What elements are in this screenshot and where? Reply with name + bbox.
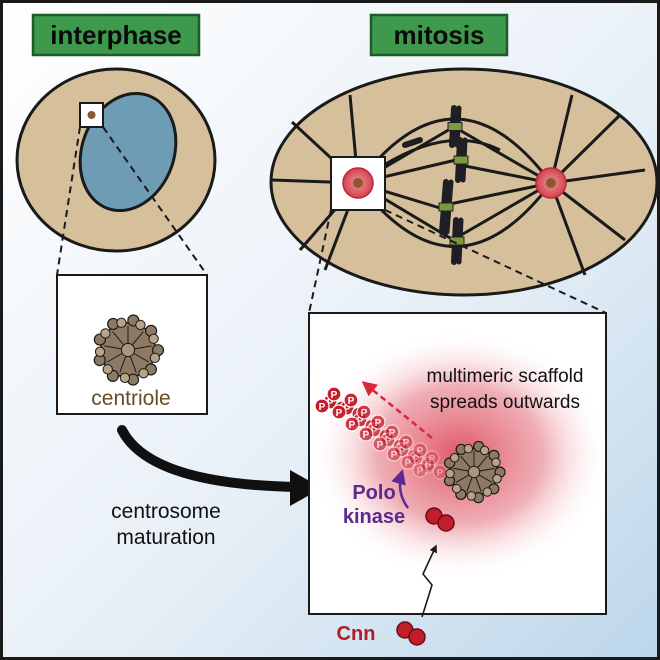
svg-text:P: P	[403, 438, 410, 449]
svg-text:P: P	[389, 428, 396, 439]
svg-text:P: P	[417, 446, 424, 457]
centriole-label: centriole	[91, 387, 170, 410]
svg-text:P: P	[336, 408, 343, 419]
chromosomes	[402, 105, 469, 265]
scaffold-label-1: multimeric scaffold	[427, 366, 584, 387]
svg-text:P: P	[399, 446, 406, 457]
svg-text:P: P	[411, 452, 418, 463]
polo-label-2: kinase	[343, 506, 405, 528]
svg-text:P: P	[417, 466, 424, 477]
svg-text:P: P	[425, 460, 432, 471]
maturation-arrow	[117, 425, 305, 492]
maturation-label-2: maturation	[116, 526, 215, 549]
centriole-icon	[443, 440, 506, 504]
svg-text:P: P	[344, 404, 351, 415]
cnn-molecule-icon	[396, 621, 426, 646]
phospho-cnn-chain: PPPPPPPPPPPPPPPPPPPPPPPPPPPPPPPP	[314, 386, 448, 480]
centriole-icon	[93, 314, 165, 386]
pole-inset-marker	[330, 156, 386, 211]
svg-text:P: P	[349, 420, 356, 431]
scaffold-inset: multimeric scaffold spreads outwards PPP…	[308, 312, 610, 618]
svg-text:P: P	[385, 436, 392, 447]
left-spindle-pole	[342, 167, 374, 199]
centriole-dot	[87, 111, 96, 119]
svg-text:P: P	[391, 450, 398, 461]
nucleus	[78, 91, 178, 213]
svg-text:P: P	[327, 398, 334, 409]
cnn-label: Cnn	[337, 623, 376, 645]
svg-text:P: P	[437, 468, 444, 479]
right-spindle-pole	[535, 167, 567, 199]
mitosis-label: mitosis	[393, 20, 484, 50]
polo-label-1: Polo	[352, 482, 395, 504]
mitotic-cell	[269, 67, 659, 297]
svg-text:P: P	[429, 454, 436, 465]
interphase-badge: interphase	[31, 13, 201, 57]
svg-text:P: P	[348, 396, 355, 407]
svg-text:P: P	[405, 458, 412, 469]
polo-arrow	[391, 469, 410, 509]
svg-text:P: P	[375, 418, 382, 429]
scaffold-label-2: spreads outwards	[430, 392, 580, 413]
interphase-label: interphase	[50, 20, 182, 50]
cnn-molecule-icon	[425, 507, 455, 532]
mitosis-badge: mitosis	[369, 13, 509, 57]
svg-text:P: P	[361, 408, 368, 419]
svg-text:P: P	[363, 430, 370, 441]
svg-text:P: P	[371, 426, 378, 437]
centriole-inset: centriole	[56, 274, 208, 415]
svg-text:P: P	[357, 416, 364, 427]
maturation-label-1: centrosome	[111, 500, 221, 523]
svg-text:P: P	[331, 390, 338, 401]
svg-text:P: P	[377, 440, 384, 451]
spread-arrow	[361, 381, 433, 439]
svg-text:P: P	[425, 462, 432, 473]
recruit-arrow	[421, 544, 437, 618]
svg-text:P: P	[413, 454, 420, 465]
svg-text:P: P	[319, 402, 326, 413]
interphase-cell	[15, 67, 217, 253]
